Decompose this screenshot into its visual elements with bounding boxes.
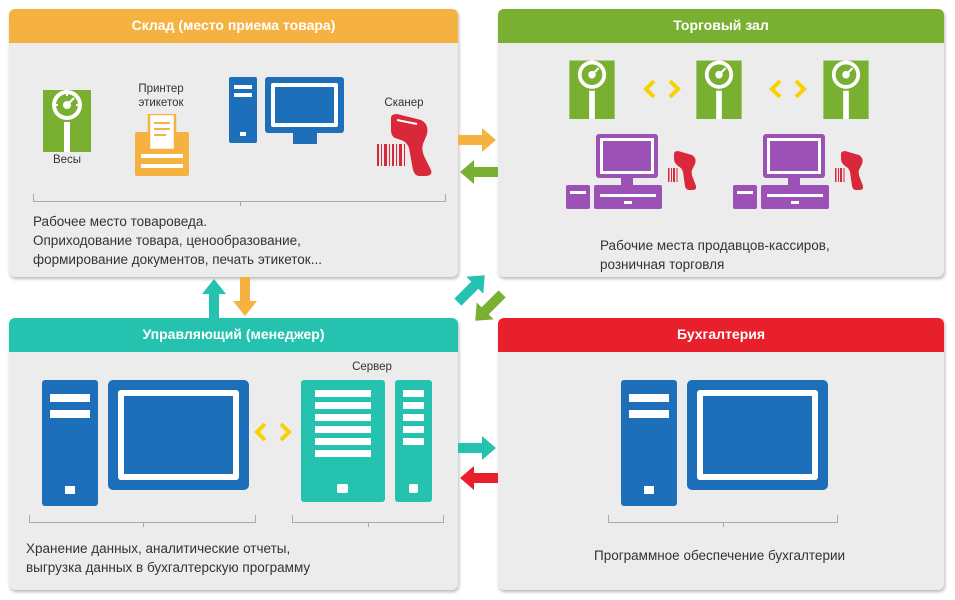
arrow-icon — [454, 275, 485, 306]
panel-warehouse-title: Склад (место приема товара) — [9, 9, 458, 43]
arrow-icon — [475, 290, 506, 321]
manager-bracket-computer — [29, 515, 256, 527]
scales-icon — [569, 60, 615, 119]
computer-icon — [42, 380, 249, 506]
warehouse-desc-line2: Оприходование товара, ценообразование, — [33, 233, 301, 248]
sales-floor-desc-line2: розничная торговля — [600, 257, 725, 272]
barcode-scanner-icon — [377, 114, 432, 176]
accounting-desc-line1: Программное обеспечение бухгалтерии — [594, 548, 846, 563]
warehouse-bracket — [33, 194, 446, 206]
manager-desc-line1: Хранение данных, аналитические отчеты, — [26, 541, 291, 556]
printer-label-line1: Принтер — [138, 83, 184, 95]
panel-manager: Управляющий (менеджер) Сервер Хранение д… — [9, 318, 458, 590]
double-chevron-icon — [769, 79, 807, 99]
scales-icon — [823, 60, 869, 119]
panel-warehouse: Склад (место приема товара) Весы Принтер… — [9, 9, 458, 277]
manager-bracket-server — [292, 515, 444, 527]
warehouse-desc-line1: Рабочее место товароведа. — [33, 214, 208, 229]
pos-terminal-icon — [566, 134, 696, 209]
double-chevron-icon — [643, 79, 681, 99]
arrow-icon — [460, 466, 498, 490]
printer-label-line2: этикеток — [138, 97, 184, 109]
arrow-icon — [202, 279, 226, 318]
server-label: Сервер — [352, 361, 392, 373]
computer-icon — [621, 380, 828, 506]
scales-icon — [43, 90, 91, 152]
scales-label: Весы — [52, 154, 82, 166]
label-printer-icon — [135, 114, 189, 176]
computer-icon — [229, 77, 344, 144]
warehouse-desc-line3: формирование документов, печать этикеток… — [33, 252, 322, 267]
manager-desc-line2: выгрузка данных в бухгалтерскую программ… — [26, 560, 311, 575]
panel-sales-floor-title: Торговый зал — [498, 9, 944, 43]
pos-terminal-icon — [733, 134, 863, 209]
panel-manager-title: Управляющий (менеджер) — [9, 318, 458, 352]
panel-accounting: Бухгалтерия Программное обеспечение бухг… — [498, 318, 944, 590]
sales-floor-desc-line1: Рабочие места продавцов-кассиров, — [600, 238, 830, 253]
arrow-icon — [458, 436, 496, 460]
arrow-icon — [458, 128, 496, 152]
double-chevron-icon — [254, 422, 292, 442]
accounting-bracket — [608, 515, 838, 527]
scanner-label: Сканер — [384, 97, 424, 109]
server-icon — [301, 380, 432, 502]
panel-accounting-title: Бухгалтерия — [498, 318, 944, 352]
arrow-icon — [233, 277, 257, 316]
panel-sales-floor: Торговый зал — [498, 9, 944, 277]
scales-icon — [696, 60, 742, 119]
arrow-icon — [460, 160, 498, 184]
